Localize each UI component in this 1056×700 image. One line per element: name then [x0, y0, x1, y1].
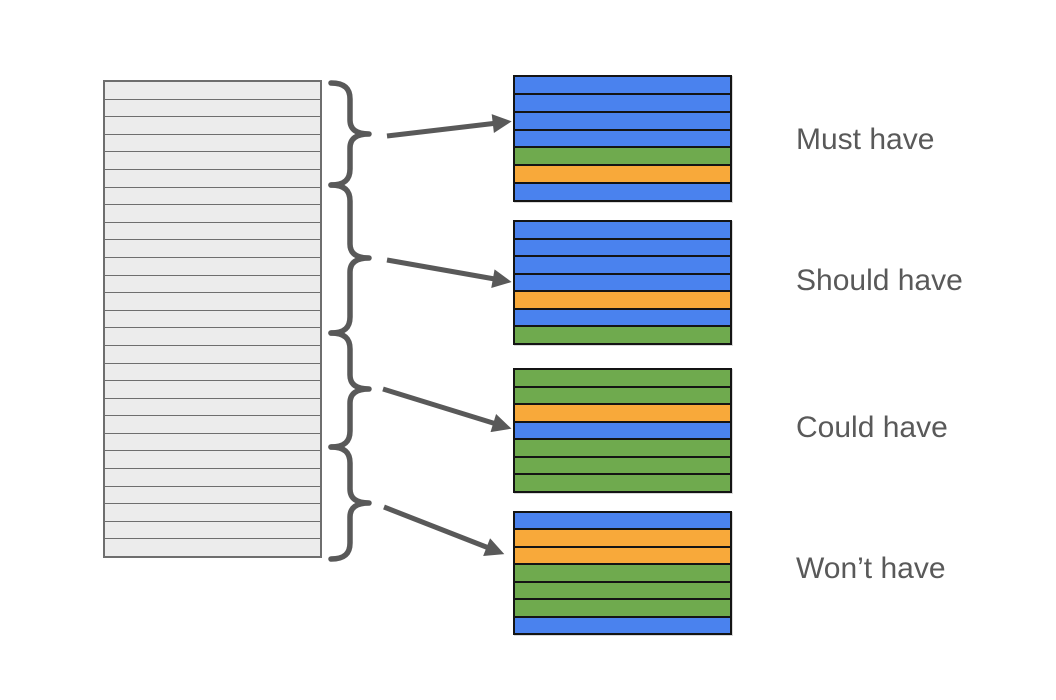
- priority-item-green: [515, 473, 730, 492]
- backlog-item: [105, 292, 320, 310]
- arrow-could-have: [382, 386, 512, 433]
- arrow-must-have: [386, 114, 512, 139]
- priority-item-green: [515, 146, 730, 165]
- backlog-item: [105, 239, 320, 257]
- backlog-item: [105, 221, 320, 240]
- priority-item-green: [515, 598, 730, 616]
- backlog-item: [105, 204, 320, 222]
- priority-item-blue: [515, 182, 730, 201]
- backlog-item: [105, 344, 320, 363]
- backlog-item: [105, 503, 320, 521]
- backlog-item: [105, 485, 320, 504]
- label-wont-have: Won’t have: [796, 552, 946, 585]
- backlog-item: [105, 256, 320, 275]
- priority-item-green: [515, 563, 730, 581]
- priority-item-blue: [515, 307, 730, 326]
- backlog-item: [105, 82, 320, 99]
- priority-item-green: [515, 580, 730, 599]
- priority-item-orange: [515, 528, 730, 546]
- priority-item-blue: [515, 128, 730, 147]
- priority-item-blue: [515, 272, 730, 291]
- label-should-have: Should have: [796, 264, 963, 297]
- priority-item-green: [515, 325, 730, 344]
- priority-item-blue: [515, 92, 730, 111]
- priority-item-orange: [515, 164, 730, 183]
- backlog-item: [105, 362, 320, 381]
- backlog-item: [105, 538, 320, 557]
- grouping-brace-must-have: [328, 80, 372, 188]
- backlog-list: [103, 80, 322, 558]
- arrow-should-have: [386, 257, 512, 289]
- grouping-brace-wont-have: [328, 444, 372, 562]
- backlog-item: [105, 468, 320, 486]
- backlog-item: [105, 133, 320, 152]
- backlog-item: [105, 116, 320, 134]
- grouping-brace-could-have: [328, 330, 372, 450]
- priority-item-orange: [515, 545, 730, 564]
- priority-item-green: [515, 370, 730, 386]
- stack-wont-have: [513, 511, 732, 635]
- priority-item-orange: [515, 403, 730, 421]
- backlog-item: [105, 274, 320, 293]
- backlog-item: [105, 415, 320, 433]
- priority-item-green: [515, 455, 730, 474]
- priority-item-blue: [515, 255, 730, 273]
- priority-item-green: [515, 385, 730, 404]
- backlog-item: [105, 432, 320, 451]
- priority-item-blue: [515, 513, 730, 529]
- priority-item-orange: [515, 290, 730, 308]
- backlog-item: [105, 186, 320, 205]
- priority-item-blue: [515, 110, 730, 129]
- backlog-item: [105, 309, 320, 328]
- stack-could-have: [513, 368, 732, 493]
- stack-should-have: [513, 220, 732, 345]
- backlog-item: [105, 380, 320, 398]
- label-must-have: Must have: [796, 123, 935, 156]
- stack-must-have: [513, 75, 732, 202]
- backlog-item: [105, 151, 320, 169]
- priority-item-blue: [515, 77, 730, 93]
- backlog-item: [105, 397, 320, 416]
- backlog-item: [105, 98, 320, 117]
- backlog-item: [105, 520, 320, 539]
- grouping-brace-should-have: [328, 182, 372, 336]
- backlog-item: [105, 168, 320, 187]
- backlog-item: [105, 327, 320, 345]
- priority-item-blue: [515, 615, 730, 633]
- label-could-have: Could have: [796, 411, 948, 444]
- backlog-item: [105, 450, 320, 469]
- priority-item-blue: [515, 222, 730, 238]
- priority-item-green: [515, 438, 730, 456]
- priority-item-blue: [515, 237, 730, 256]
- arrow-wont-have: [383, 504, 505, 557]
- priority-item-blue: [515, 420, 730, 439]
